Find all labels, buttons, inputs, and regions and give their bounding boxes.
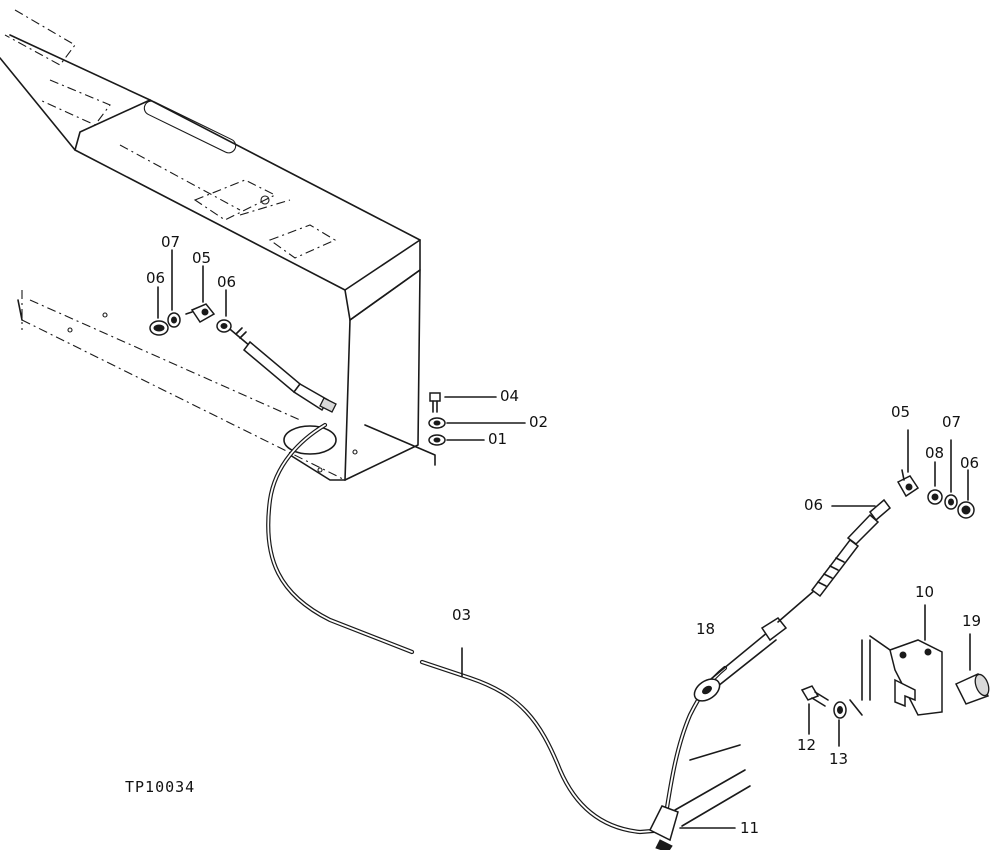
figure-id: TP10034 [125,778,196,796]
callout-08-right: 08 [925,444,945,462]
callout-03: 03 [452,606,472,624]
callout-06-right-near: 06 [804,496,824,514]
callout-06-top-right: 06 [217,273,237,291]
callout-11: 11 [740,819,760,837]
control-cable [266,422,668,835]
callout-06-top-left: 06 [146,269,166,287]
callout-07-top: 07 [161,233,181,251]
callout-05-right: 05 [891,403,911,421]
callout-12: 12 [797,736,817,754]
lower-cable-assembly [648,498,892,850]
upper-hardware [149,303,232,336]
upper-cable-end [224,324,337,413]
callout-01: 01 [488,430,508,448]
callout-19: 19 [962,612,982,630]
frame-housing [0,9,436,481]
callout-02: 02 [529,413,549,431]
callout-05-top: 05 [192,249,212,267]
callout-07-right: 07 [942,413,962,431]
callout-10: 10 [915,583,935,601]
bolt-stack [428,392,526,446]
callout-13: 13 [829,750,849,768]
callout-06-right-far: 06 [960,454,980,472]
right-hardware [831,429,975,519]
callout-04: 04 [500,387,520,405]
bracket-assembly [800,604,990,747]
callout-18: 18 [696,620,716,638]
upper-leaders [157,249,227,319]
